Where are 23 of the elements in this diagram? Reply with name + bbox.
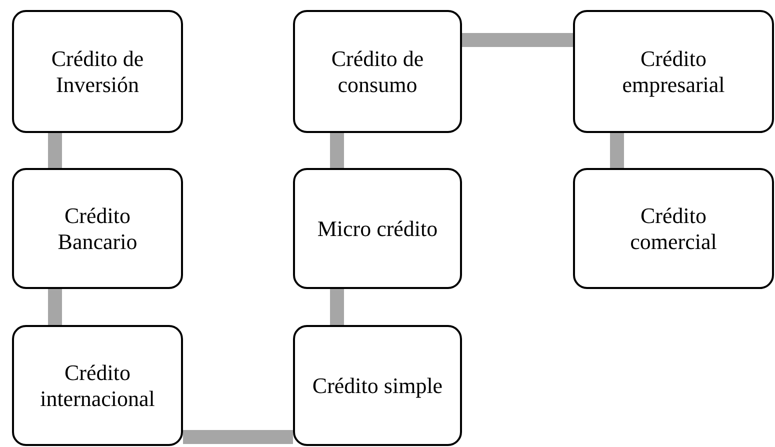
process-box <box>293 325 462 446</box>
box-label: Crédito de consumo <box>330 46 425 98</box>
process-box <box>293 10 462 133</box>
process-box <box>12 10 183 133</box>
connector <box>610 133 624 168</box>
box-label: Crédito internacional <box>39 360 156 412</box>
box-label: Micro crédito <box>317 216 438 242</box>
process-box <box>12 168 183 289</box>
connector <box>48 133 62 168</box>
connector <box>48 289 62 325</box>
box-label: Crédito Bancario <box>56 202 138 254</box>
box-label: Crédito simple <box>312 372 443 398</box>
connector <box>462 33 573 47</box>
box-label: Crédito comercial <box>629 202 718 254</box>
process-box <box>573 10 774 133</box>
process-box <box>12 325 183 446</box>
box-label: Crédito empresarial <box>621 46 726 98</box>
connector <box>330 133 344 168</box>
process-box <box>293 168 462 289</box>
connector <box>183 430 293 444</box>
process-box <box>573 168 774 289</box>
box-label: Crédito de Inversión <box>50 46 145 98</box>
connector <box>330 289 344 325</box>
